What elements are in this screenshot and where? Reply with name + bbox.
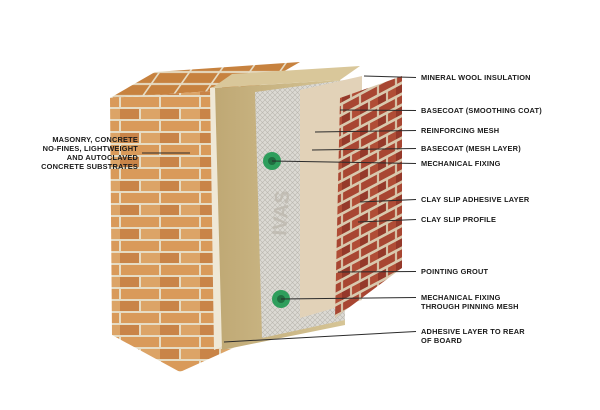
substrate-label-line: CONCRETE SUBSTRATES	[41, 162, 138, 171]
layer-label-line: MECHANICAL FIXING	[421, 159, 501, 168]
brick-top-face	[110, 62, 300, 98]
layer-label: POINTING GROUT	[421, 267, 488, 276]
leader-lines	[142, 75, 417, 343]
leader-line	[271, 160, 417, 164]
leader-line	[311, 148, 417, 151]
layer-label-line: POINTING GROUT	[421, 267, 489, 276]
layer-label: CLAY SLIP ADHESIVE LAYER	[421, 195, 529, 204]
layer-label: MECHANICAL FIXING	[421, 159, 501, 168]
leader-line	[280, 297, 417, 300]
substrate-label-line: NO-FINES, LIGHTWEIGHT	[42, 144, 138, 153]
watermark-text: IVAS	[269, 190, 294, 237]
substrate-label-line: AND AUTOCLAVED	[66, 153, 138, 162]
insulation-top-face	[212, 66, 360, 88]
layer-label-line: MINERAL WOOL INSULATION	[421, 73, 531, 82]
leader-line	[357, 219, 417, 223]
layer-label-line: THROUGH PINNING MESH	[421, 302, 519, 311]
layer-label-line: BASECOAT (MESH LAYER)	[421, 144, 521, 153]
leader-line	[363, 75, 417, 78]
leader-line	[314, 130, 417, 133]
clay-slip-face	[335, 76, 402, 318]
layer-label-line: MECHANICAL FIXING	[421, 293, 501, 302]
leader-line	[339, 109, 417, 111]
leader-line	[337, 271, 417, 273]
layer-label: REINFORCING MESH	[421, 126, 499, 135]
layer-label: MINERAL WOOL INSULATION	[421, 73, 531, 82]
layer-label-line: CLAY SLIP ADHESIVE LAYER	[421, 195, 530, 204]
layer-label-line: ADHESIVE LAYER TO REAR	[421, 327, 525, 336]
layer-label: CLAY SLIP PROFILE	[421, 215, 496, 224]
leader-line	[359, 199, 417, 203]
layer-label: BASECOAT (MESH LAYER)	[421, 144, 521, 153]
layer-label-line: REINFORCING MESH	[421, 126, 500, 135]
leader-line	[223, 331, 417, 343]
layer-label-line: CLAY SLIP PROFILE	[421, 215, 497, 224]
substrate-label-line: MASONRY, CONCRETE	[52, 135, 138, 144]
layer-label-line: OF BOARD	[421, 336, 463, 345]
layer-label-line: BASECOAT (SMOOTHING COAT)	[421, 106, 542, 115]
layer-label: BASECOAT (SMOOTHING COAT)	[421, 106, 542, 115]
